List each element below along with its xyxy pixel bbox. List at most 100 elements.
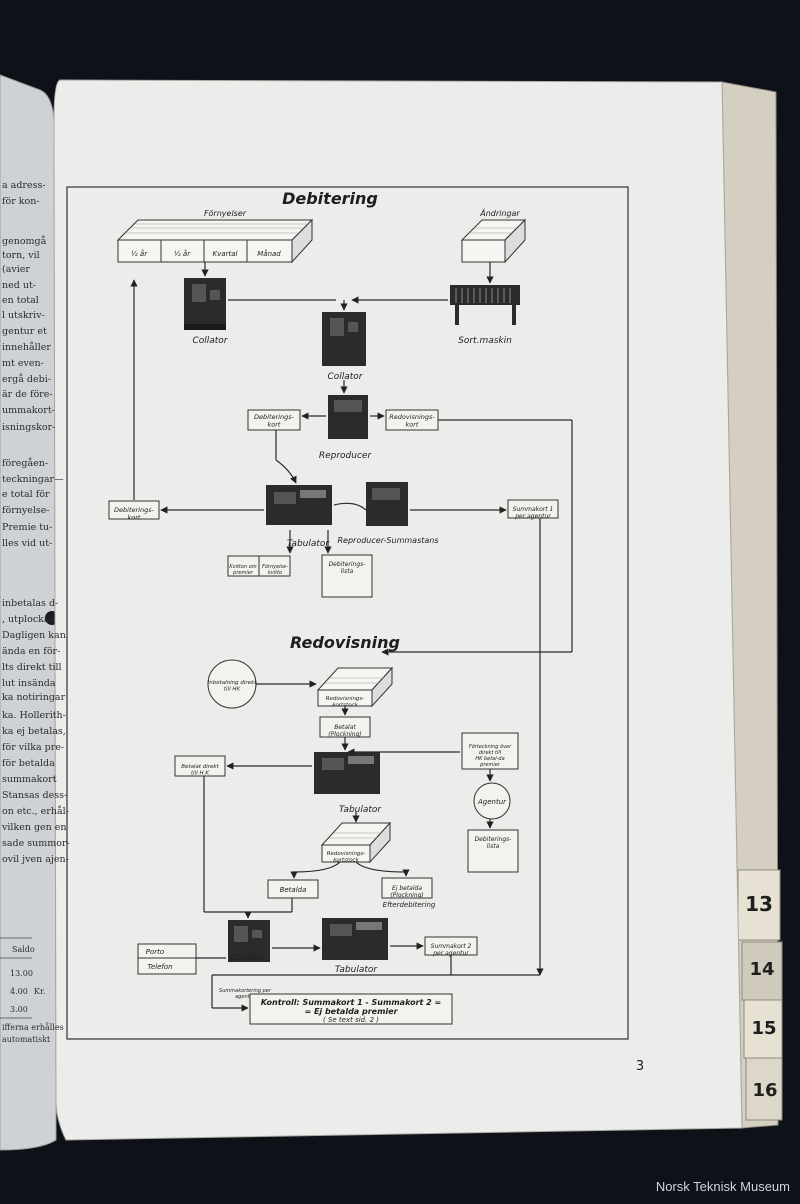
left-page-line: inbetalas d-: [2, 598, 58, 609]
collator-left-label: Collator: [192, 336, 228, 346]
reproducer-machine: [328, 395, 368, 439]
left-page-line: genomgå: [2, 235, 47, 247]
left-table-header: Saldo: [12, 945, 35, 954]
agentur-circle: [473, 782, 511, 820]
debiterings-kort-text: Debiterings-kort: [254, 413, 295, 429]
telefon-text: Telefon: [147, 963, 172, 971]
left-table-value: 3.00: [10, 1005, 28, 1014]
left-page-line: on etc., erhål-: [2, 805, 69, 817]
collator-bottom-label: Collator: [230, 953, 266, 963]
left-page-line: ovil jven ajen-: [2, 854, 69, 865]
reproducer-label: Reproducer: [319, 451, 373, 461]
left-footer-line: ifferna erhålles: [2, 1023, 64, 1032]
forteckning-box: [461, 732, 519, 770]
debiterings-lista-redovisning-box: [467, 829, 519, 873]
redovisnings-kortstock-2-text: Redovisnings-kortstock: [327, 851, 366, 864]
left-page-line: ummakort-: [2, 405, 55, 416]
left-page-line: Premie tu-: [2, 522, 52, 533]
debiterings-lista-box: [321, 554, 373, 598]
tabulator-bottom-label: Tabulator: [335, 965, 379, 975]
left-page-line: a adress-: [2, 180, 46, 191]
section-title-redovisning: Redovisning: [290, 633, 400, 652]
sortmaskin-label: Sort.maskin: [458, 336, 512, 346]
tab-16[interactable]: 16: [752, 1080, 777, 1101]
left-page-line: ända en för-: [2, 646, 60, 657]
section-title-debitering: Debitering: [282, 189, 378, 208]
left-page-line: sade summor-: [2, 838, 70, 849]
left-page-line: ka. Hollerith-: [2, 710, 66, 721]
kvitton-text-b: Förnyelse-kvitto: [262, 564, 288, 576]
collator-mid-label: Collator: [327, 372, 363, 382]
andringar-card-stack: [460, 218, 527, 264]
ej-betalda-text: Ej betalda(Plockning): [390, 885, 424, 899]
left-page-line: vilken gen en: [1, 822, 67, 833]
betalat-direkt-box: [174, 755, 226, 777]
left-table-value: 4.00: [10, 987, 28, 996]
tabulator-machine-bottom: [322, 918, 388, 960]
fornyelser-cell: Kvartal: [213, 250, 238, 258]
redovisnings-kortstock-1-text: Redovisnings-kortstock: [326, 696, 365, 709]
main-page: [53, 79, 743, 1141]
fornyelser-label: Förnyelser: [204, 209, 247, 218]
betalda-text: Betalda: [280, 886, 307, 894]
left-page-line: för kon-: [2, 196, 40, 207]
tabulator-redovisning-label: Tabulator: [339, 805, 383, 815]
left-page-line: lts direkt till: [2, 662, 62, 673]
left-page-line: mt even-: [2, 358, 44, 369]
debiterings-kort-left-text: Debiterings-kort: [114, 506, 155, 522]
tabulator-machine: [266, 485, 332, 525]
tab-pages: [721, 81, 783, 1129]
fornyelser-cell: Månad: [257, 249, 281, 258]
page-number: 3: [636, 1059, 644, 1074]
left-page-line: lut insända: [2, 678, 56, 689]
left-page-line: gentur et: [2, 326, 47, 337]
left-page-text: a adress-för kon-genomgå torn, vil (avier n…: [1, 180, 70, 865]
left-page-line: e total för: [2, 489, 50, 500]
kontroll-line2: = Ej betalda premier: [304, 1007, 398, 1016]
left-page-line: föregåen-: [2, 457, 48, 469]
porto-text: Porto: [146, 948, 164, 956]
left-page-line: ned ut-: [2, 280, 36, 291]
left-page-line: (avier: [2, 264, 30, 275]
left-page-line: summakort: [2, 774, 57, 785]
left-page-line: Stansas dess-: [2, 790, 67, 801]
left-page-line: Dagligen kan: [2, 630, 66, 641]
left-page-line: ka notiringar: [2, 692, 66, 703]
debiterings-kort-left-box: [108, 500, 160, 520]
fornyelser-cell: ½ år: [131, 249, 148, 258]
redovisnings-kortstock-2: [320, 821, 392, 864]
ej-betalda-box: [381, 877, 433, 899]
redovisning-connectors: [196, 680, 540, 1012]
left-page-line: isningskor-: [2, 422, 55, 433]
left-page-line: för betalda: [2, 758, 55, 769]
betalat-plockning-text: Betalat(Plockning): [328, 724, 362, 738]
reproducer-summastans-label: Reproducer-Summastans: [337, 536, 438, 545]
left-page-line: ergå debi-: [2, 373, 51, 385]
watermark: Norsk Teknisk Museum: [655, 1179, 790, 1194]
left-page-line: l utskriv-: [2, 310, 45, 321]
left-table-value: 13.00: [10, 969, 33, 978]
tab-15[interactable]: 15: [751, 1018, 776, 1039]
left-page-line: lles vid ut-: [2, 538, 52, 549]
left-page-line: torn, vil: [2, 250, 40, 261]
tab-14[interactable]: 14: [749, 959, 774, 980]
left-page-line: innehåller: [2, 341, 51, 353]
tabulator-label: Tabulator: [287, 539, 331, 549]
left-page-table: Saldo 13.00 4.00 3.00 Kr. ifferna erhåll…: [0, 937, 64, 1044]
left-page-line: teckningar—: [2, 474, 64, 485]
collator-machine-left: [184, 278, 226, 330]
tab-13[interactable]: 13: [745, 892, 773, 916]
reproducer-summastans-machine: [366, 482, 408, 526]
betalda-box: [267, 879, 319, 899]
sort-machine: [450, 285, 520, 325]
diagram-frame: [66, 186, 629, 1040]
fornyelser-card-stack: [116, 218, 314, 264]
left-page-line: en total: [2, 295, 39, 306]
debitering-connectors: [130, 262, 573, 976]
left-page-line: förnyelse-: [2, 505, 50, 516]
